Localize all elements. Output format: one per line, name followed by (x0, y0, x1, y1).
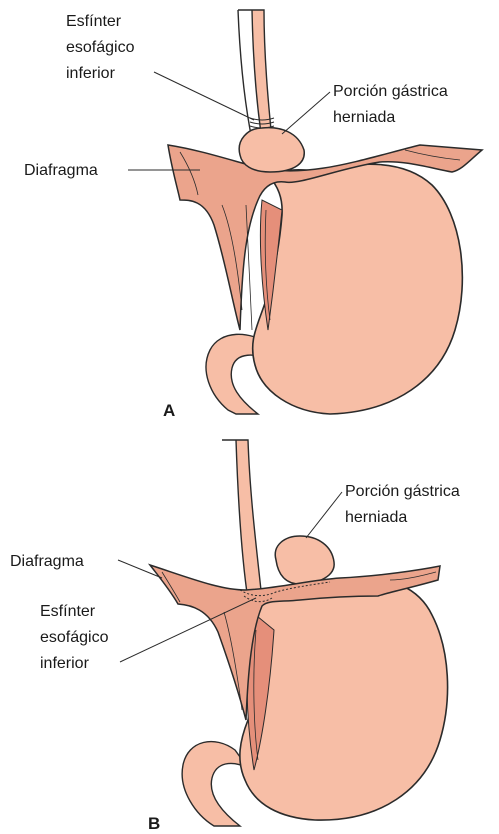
panel-a-stomach (253, 164, 463, 414)
panel-b: B Porción gástrica herniada Diafragma Es… (10, 440, 464, 833)
panel-a-sphincter-label: Esfínter esofágico inferior (66, 13, 139, 82)
panel-a-hernia (239, 128, 304, 172)
panel-b-letter: B (148, 814, 160, 833)
panel-a: A Esfínter esofágico inferior Porción gá… (24, 10, 482, 420)
panel-b-hernia-leader (306, 492, 342, 538)
panel-a-hernia-label: Porción gástrica herniada (333, 83, 452, 126)
panel-a-esophagus-left (238, 10, 252, 140)
panel-b-stomach (240, 579, 448, 820)
panel-b-hernia-label: Porción gástrica herniada (345, 483, 464, 526)
panel-b-duodenum (182, 742, 248, 826)
panel-a-letter: A (163, 401, 175, 420)
panel-b-esophagus (222, 440, 262, 600)
panel-a-diaphragm-label: Diafragma (24, 162, 98, 179)
panel-a-sphincter-leader (154, 72, 254, 120)
panel-a-hernia-leader (282, 92, 330, 134)
panel-b-sphincter-label: Esfínter esofágico inferior (40, 603, 113, 672)
panel-b-hernia (275, 536, 334, 584)
panel-b-diaphragm-label: Diafragma (10, 553, 84, 570)
